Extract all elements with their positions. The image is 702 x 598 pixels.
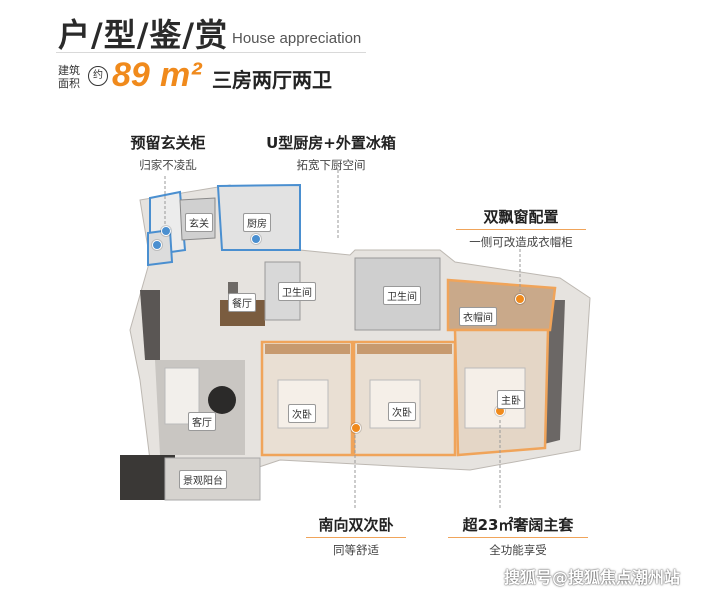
callout-bay-window: 双飘窗配置 一侧可改造成衣帽柜: [456, 206, 586, 250]
callout-bay-window-title: 双飘窗配置: [456, 206, 586, 230]
area-value: 89: [112, 56, 150, 94]
callout-bay-window-sub: 一侧可改造成衣帽柜: [469, 235, 573, 249]
room-label-closet: 衣帽间: [459, 307, 497, 326]
marker-bedroom-dot: [351, 423, 361, 433]
callout-kitchen-title: U型厨房+外置冰箱: [266, 134, 396, 152]
area-label: 建筑面积: [58, 64, 80, 90]
callout-master-suite: 超23㎡奢阔主套 全功能享受: [448, 514, 588, 558]
watermark-text: 搜狐号@搜狐焦点潮州站: [503, 568, 680, 587]
area-unit: m²: [160, 56, 202, 94]
marker-closet-dot: [515, 294, 525, 304]
marker-kitchen-dot: [251, 234, 261, 244]
callout-foyer-cabinet-title: 预留玄关柜: [130, 134, 206, 152]
room-label-foyer: 玄关: [185, 213, 213, 232]
callout-south-bedrooms-sub: 同等舒适: [333, 543, 379, 557]
title-divider: [56, 52, 366, 53]
page-subtitle-en: House appreciation: [232, 30, 362, 47]
room-label-dining: 餐厅: [228, 293, 256, 312]
room-label-bedroom-2a: 次卧: [288, 404, 316, 423]
callout-kitchen-sub: 拓宽下厨空间: [296, 158, 366, 172]
room-label-kitchen: 厨房: [243, 213, 271, 232]
approx-mark: 约: [88, 66, 108, 86]
callout-master-suite-title: 超23㎡奢阔主套: [448, 514, 588, 538]
room-label-living: 客厅: [188, 412, 216, 431]
room-label-bathroom-1: 卫生间: [278, 282, 316, 301]
callout-foyer-cabinet: 预留玄关柜 归家不凌乱: [118, 132, 218, 173]
callout-master-suite-sub: 全功能享受: [489, 543, 547, 557]
callout-south-bedrooms-title: 南向双次卧: [306, 514, 406, 538]
marker-cabinet-dot: [152, 240, 162, 250]
callout-kitchen: U型厨房+外置冰箱 拓宽下厨空间: [246, 132, 416, 173]
room-label-master: 主卧: [497, 390, 525, 409]
layout-type: 三房两厅两卫: [212, 68, 332, 92]
room-label-bathroom-2: 卫生间: [383, 286, 421, 305]
callout-foyer-cabinet-sub: 归家不凌乱: [139, 158, 197, 172]
room-label-bedroom-2b: 次卧: [388, 402, 416, 421]
room-label-balcony: 景观阳台: [179, 470, 227, 489]
marker-foyer-dot: [161, 226, 171, 236]
callout-south-bedrooms: 南向双次卧 同等舒适: [306, 514, 406, 558]
page-title: 户/型/鉴/赏: [58, 16, 229, 54]
